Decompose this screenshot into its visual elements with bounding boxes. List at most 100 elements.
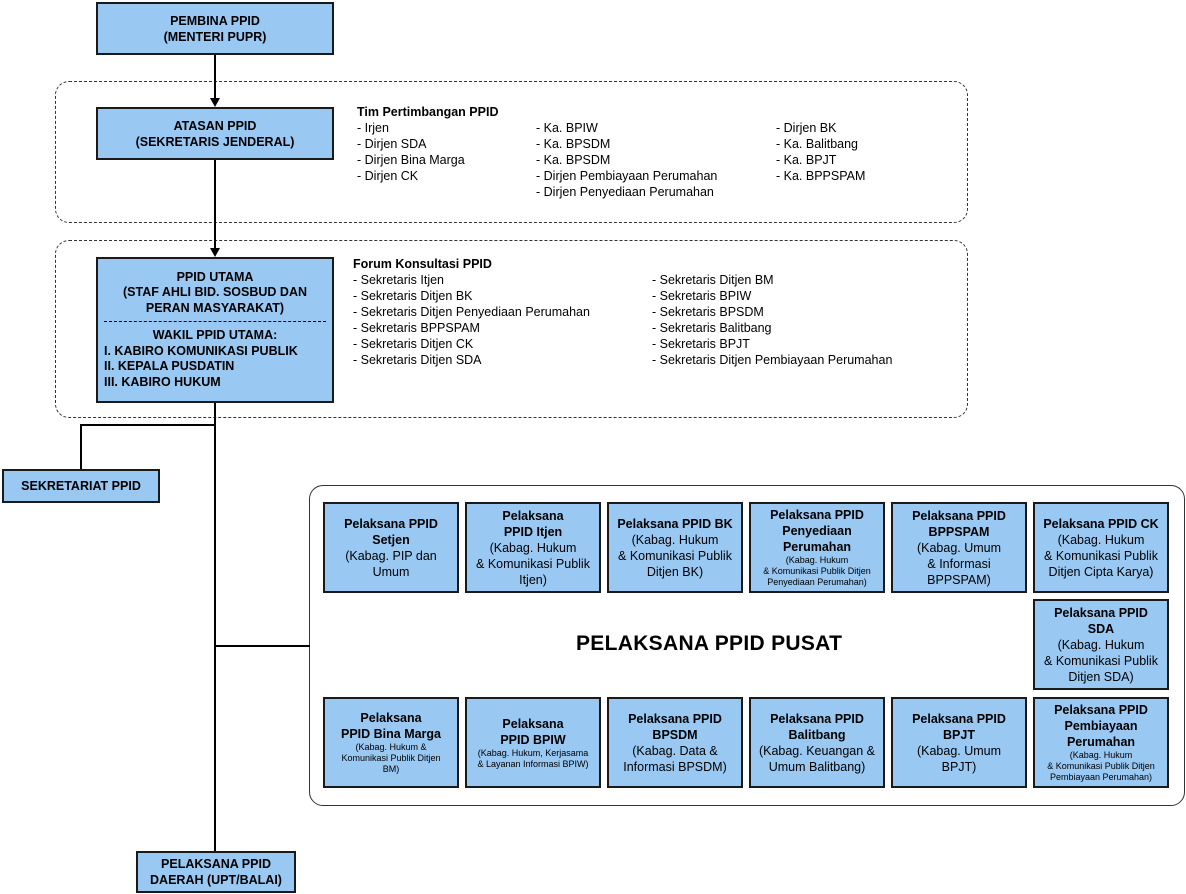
setjen-desc1: (Kabag. PIP dan — [345, 548, 437, 563]
pembina-line1: PEMBINA PPID — [170, 13, 260, 28]
list-item: Dirjen Bina Marga — [357, 152, 465, 168]
list-item: Sekretaris Balitbang — [652, 320, 892, 336]
ck-title1: Pelaksana PPID CK — [1043, 516, 1159, 531]
pembina-box: PEMBINA PPID (MENTERI PUPR) — [96, 2, 334, 55]
list-item: Sekretaris BPJT — [652, 336, 892, 352]
list-item: Ka. BPIW — [536, 120, 717, 136]
pelaksana-daerah-box: PELAKSANA PPID DAERAH (UPT/BALAI) — [136, 851, 296, 893]
daerah-line1: PELAKSANA PPID — [161, 857, 271, 871]
utama-line2: (STAF AHLI BID. SOSBUD DAN — [122, 285, 308, 300]
pembiayaan-desc1: (Kabag. Hukum — [1069, 750, 1133, 760]
tim-col3: Dirjen BK Ka. Balitbang Ka. BPJT Ka. BPP… — [776, 120, 866, 184]
list-item: Dirjen Pembiayaan Perumahan — [536, 168, 718, 184]
bpjt-desc2: BPJT) — [941, 759, 977, 774]
pelaksana-bk-box: Pelaksana PPID BK (Kabag. Hukum & Komuni… — [607, 502, 743, 593]
binamarga-desc2: Komunikasi Publik Ditjen — [341, 753, 441, 763]
balitbang-desc1: (Kabag. Keuangan & — [758, 743, 876, 758]
bpjt-title1: Pelaksana PPID — [912, 711, 1006, 726]
utama-line3: PERAN MASYARAKAT) — [145, 300, 285, 315]
balitbang-title1: Pelaksana PPID — [770, 711, 864, 726]
list-item: Sekretaris Ditjen Pembiayaan Perumahan — [652, 352, 893, 368]
pembiayaan-desc3: Pembiayaan Perumahan) — [1049, 772, 1153, 782]
bpjt-desc1: (Kabag. Umum — [916, 743, 1002, 758]
wakil-item-1: I. KABIRO KOMUNIKASI PUBLIK — [104, 343, 298, 358]
sda-desc1: (Kabag. Hukum — [1057, 637, 1145, 652]
sekretariat-box: SEKRETARIAT PPID — [2, 469, 160, 503]
binamarga-title1: Pelaksana — [360, 711, 422, 725]
list-item: Ka. Balitbang — [776, 136, 865, 152]
list-item: Ka. BPJT — [776, 152, 865, 168]
atasan-line1: ATASAN PPID — [173, 118, 257, 133]
bppspam-title2: BPPSPAM — [928, 524, 990, 539]
pelaksana-itjen-box: Pelaksana PPID Itjen (Kabag. Hukum & Kom… — [465, 502, 601, 593]
list-item: Sekretaris Ditjen SDA — [353, 352, 590, 368]
atasan-line2: (SEKRETARIS JENDERAL) — [135, 134, 295, 149]
binamarga-desc3: BM) — [382, 764, 400, 774]
pelaksana-penyediaan-box: Pelaksana PPID Penyediaan Perumahan (Kab… — [749, 502, 885, 593]
itjen-desc3: Itjen) — [519, 572, 547, 587]
pelaksana-sda-box: Pelaksana PPID SDA (Kabag. Hukum & Komun… — [1033, 599, 1169, 690]
bppspam-desc1: (Kabag. Umum — [916, 540, 1002, 555]
pembiayaan-title2: Pembiayaan — [1064, 719, 1138, 733]
ppid-utama-box: PPID UTAMA (STAF AHLI BID. SOSBUD DAN PE… — [96, 257, 334, 403]
sda-desc3: Ditjen SDA) — [1068, 669, 1134, 684]
list-item: Sekretaris Ditjen Penyediaan Perumahan — [353, 304, 590, 320]
itjen-title2: PPID Itjen — [503, 524, 563, 539]
tim-pertimbangan-panel — [55, 81, 968, 223]
list-item: Sekretaris Ditjen CK — [353, 336, 590, 352]
bpiw-desc1: (Kabag. Hukum, Kerjasama — [477, 747, 589, 758]
forum-col2: Sekretaris Ditjen BM Sekretaris BPIW Sek… — [652, 272, 893, 368]
list-item: Ka. BPPSPAM — [776, 168, 866, 184]
sda-desc2: & Komunikasi Publik — [1044, 653, 1158, 668]
connector-pembina-atasan — [214, 55, 216, 99]
tim-col1: Irjen Dirjen SDA Dirjen Bina Marga Dirje… — [357, 120, 465, 184]
list-item: Ka. BPSDM — [536, 152, 717, 168]
binamarga-desc1: (Kabag. Hukum & — [355, 742, 427, 752]
forum-col1: Sekretaris Itjen Sekretaris Ditjen BK Se… — [353, 272, 590, 368]
pelaksana-setjen-box: Pelaksana PPID Setjen (Kabag. PIP dan Um… — [323, 502, 459, 593]
pelaksana-bpjt-box: Pelaksana PPID BPJT (Kabag. Umum BPJT) — [891, 697, 1027, 788]
list-item: Sekretaris Ditjen BK — [353, 288, 590, 304]
list-item: Dirjen SDA — [357, 136, 465, 152]
balitbang-title2: Balitbang — [788, 727, 846, 742]
list-item: Dirjen Penyediaan Perumahan — [536, 184, 717, 200]
list-item: Sekretaris BPSDM — [652, 304, 892, 320]
tim-col2: Ka. BPIW Ka. BPSDM Ka. BPSDM Dirjen Pemb… — [536, 120, 718, 200]
bpsdm-title2: BPSDM — [652, 727, 698, 742]
wakil-item-2: II. KEPALA PUSDATIN — [104, 359, 235, 374]
pembiayaan-title1: Pelaksana PPID — [1054, 703, 1148, 717]
tim-title: Tim Pertimbangan PPID — [357, 105, 499, 119]
pelaksana-balitbang-box: Pelaksana PPID Balitbang (Kabag. Keuanga… — [749, 697, 885, 788]
wakil-title: WAKIL PPID UTAMA: — [152, 328, 278, 343]
daerah-line2: DAERAH (UPT/BALAI) — [150, 873, 282, 887]
penyediaan-desc3: Penyediaan Perumahan) — [767, 577, 867, 587]
bk-title1: Pelaksana PPID BK — [617, 516, 733, 531]
bk-desc2: & Komunikasi Publik — [618, 548, 732, 563]
pelaksana-bppspam-box: Pelaksana PPID BPPSPAM (Kabag. Umum & In… — [891, 502, 1027, 593]
pelaksana-binamarga-box: Pelaksana PPID Bina Marga (Kabag. Hukum … — [323, 697, 459, 788]
penyediaan-desc2: & Komunikasi Publik Ditjen — [763, 566, 871, 576]
pelaksana-pembiayaan-box: Pelaksana PPID Pembiayaan Perumahan (Kab… — [1033, 697, 1169, 788]
atasan-box: ATASAN PPID (SEKRETARIS JENDERAL) — [96, 107, 334, 160]
bk-desc3: Ditjen BK) — [646, 564, 704, 579]
bppspam-title1: Pelaksana PPID — [912, 508, 1006, 523]
setjen-desc2: Umum — [372, 564, 410, 579]
penyediaan-title2: Penyediaan — [782, 524, 852, 538]
list-item: Sekretaris Itjen — [353, 272, 590, 288]
list-item: Irjen — [357, 120, 465, 136]
ck-desc2: & Komunikasi Publik — [1044, 548, 1158, 563]
bpsdm-desc1: (Kabag. Data & — [632, 743, 718, 758]
separator — [104, 321, 326, 323]
connector-to-pusat — [214, 645, 310, 647]
connector-main-trunk — [214, 402, 216, 852]
arrow-to-utama — [210, 248, 220, 257]
pembiayaan-desc2: & Komunikasi Publik Ditjen — [1047, 761, 1155, 771]
setjen-title1: Pelaksana PPID — [344, 516, 438, 531]
setjen-title2: Setjen — [372, 532, 410, 547]
list-item: Sekretaris Ditjen BM — [652, 272, 892, 288]
penyediaan-title1: Pelaksana PPID — [770, 508, 864, 522]
bpiw-title2: PPID BPIW — [500, 732, 566, 747]
list-item: Dirjen BK — [776, 120, 865, 136]
list-item: Dirjen CK — [357, 168, 465, 184]
ck-desc1: (Kabag. Hukum — [1057, 532, 1145, 547]
